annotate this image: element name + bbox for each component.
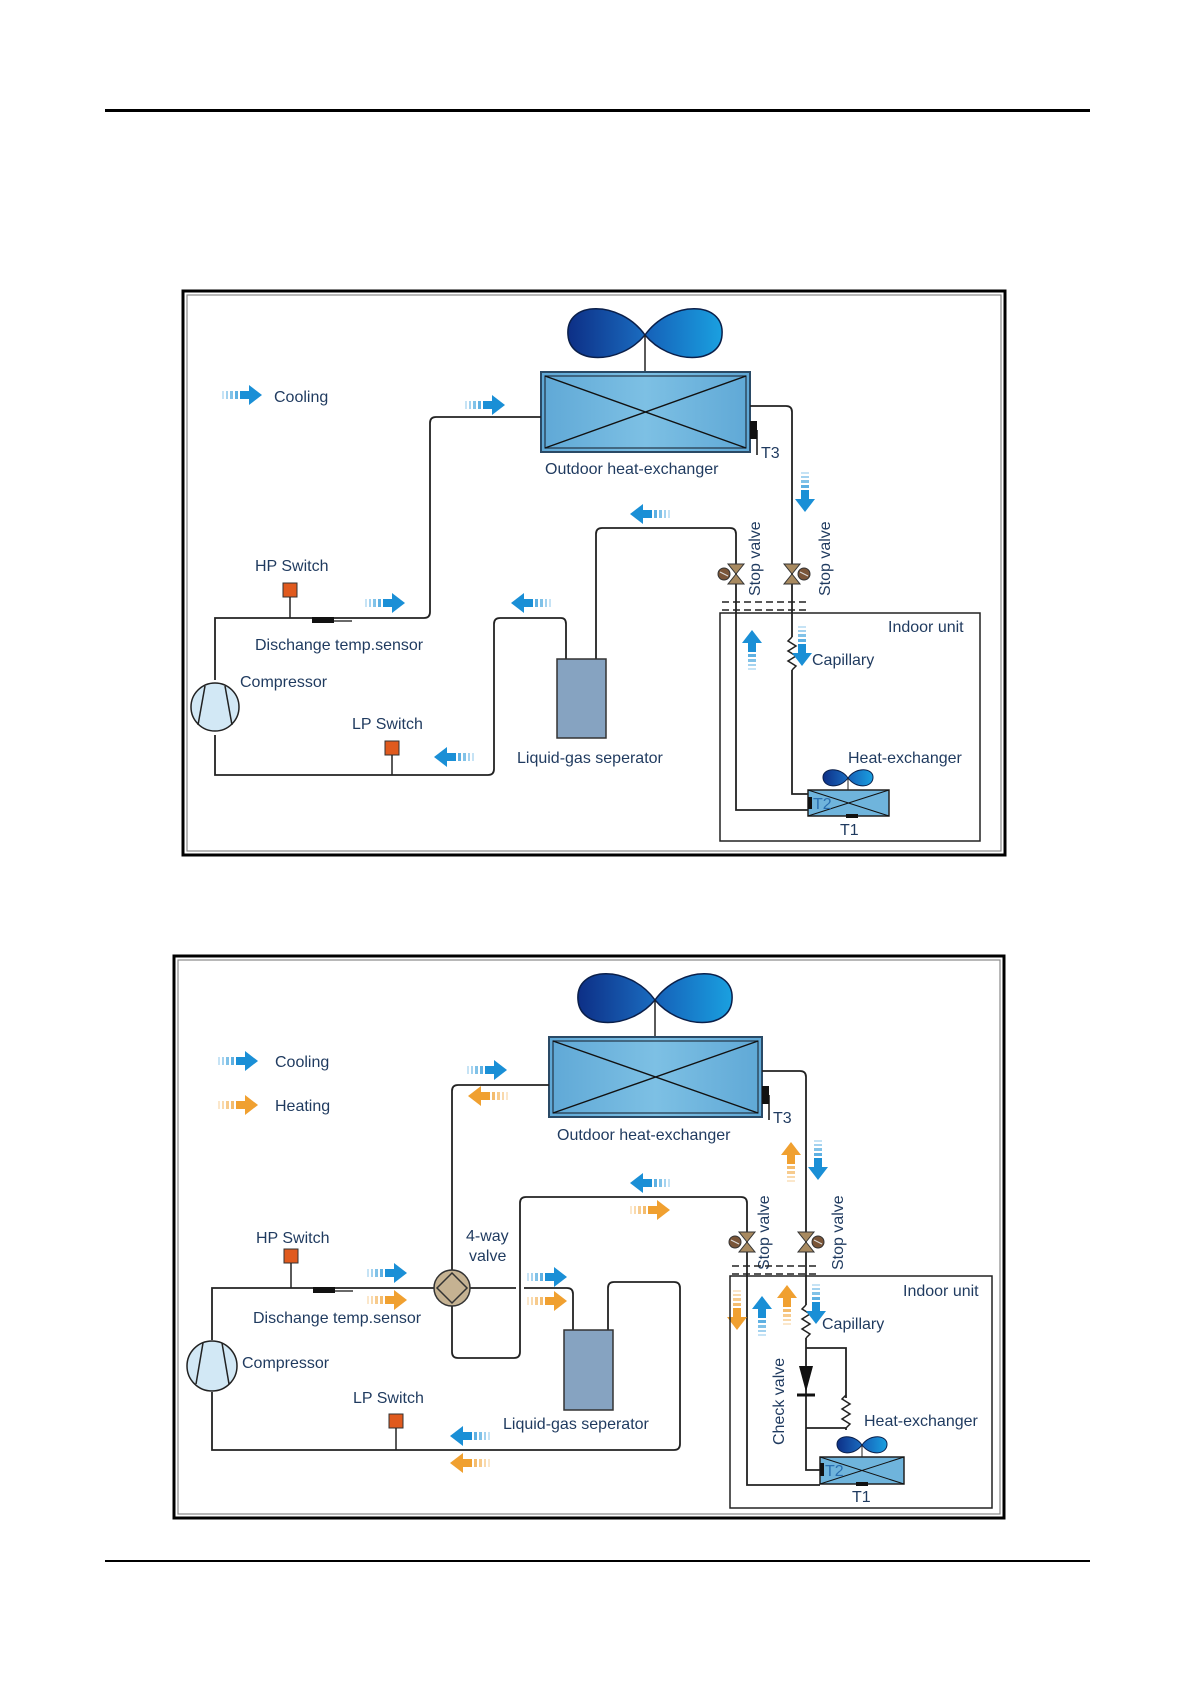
indoor-hx-label: Heat-exchanger	[864, 1413, 979, 1430]
separator-label: Liquid-gas seperator	[503, 1416, 650, 1433]
flow-arrow-icon	[777, 1285, 797, 1325]
legend-cooling: Cooling	[222, 385, 328, 406]
t3-label: T3	[773, 1110, 792, 1127]
flow-arrow-icon	[527, 1291, 567, 1311]
flow-arrow-icon	[450, 1453, 490, 1473]
stop-valve-label: Stop valve	[756, 1195, 773, 1270]
diagram-cooling-only: Cooling T3 Outdoor heat-exchanger	[181, 289, 1007, 857]
suction-pipe	[214, 617, 567, 776]
four-way-valve-icon	[433, 1269, 471, 1307]
flow-arrow-icon	[450, 1426, 490, 1446]
flow-arrow-icon	[630, 1173, 670, 1193]
discharge-sensor-label: Dischange temp.sensor	[255, 637, 424, 654]
outdoor-heat-exchanger	[540, 371, 751, 453]
hp-switch-label: HP Switch	[255, 558, 329, 575]
capillary-label: Capillary	[812, 652, 874, 669]
t2-label: T2	[813, 796, 832, 813]
flow-arrow-icon	[467, 1060, 507, 1080]
compressor-label: Compressor	[242, 1355, 330, 1372]
t3-sensor	[762, 1086, 769, 1104]
flow-arrow-icon	[781, 1142, 801, 1182]
legend-cooling: Cooling	[218, 1051, 329, 1071]
separator-label: Liquid-gas seperator	[517, 750, 664, 767]
indoor-fan-icon	[822, 769, 874, 790]
legend-heating: Heating	[218, 1095, 330, 1115]
t1-label: T1	[852, 1489, 871, 1506]
four-way-valve-label: valve	[469, 1248, 506, 1265]
hp-switch	[282, 582, 298, 598]
flow-arrow-icon	[365, 593, 405, 613]
indoor-unit-label: Indoor unit	[888, 619, 964, 636]
hp-switch-label: HP Switch	[256, 1230, 330, 1247]
liquid-gas-separator	[556, 658, 607, 739]
indoor-hx-label: Heat-exchanger	[848, 750, 963, 767]
outdoor-fan-icon	[577, 973, 733, 1037]
cooling-arrow-icon	[222, 385, 262, 405]
indoor-heat-exchanger	[819, 1456, 905, 1485]
flow-arrow-icon	[742, 630, 762, 670]
gas-pipe	[595, 527, 737, 659]
cooling-arrow-icon	[218, 1051, 258, 1071]
flow-arrow-icon	[630, 504, 670, 524]
indoor-unit-label: Indoor unit	[903, 1283, 979, 1300]
compressor-label: Compressor	[240, 674, 328, 691]
compressor-icon	[186, 1340, 238, 1392]
header-rule	[105, 109, 1090, 112]
outdoor-hx-label: Outdoor heat-exchanger	[557, 1127, 731, 1144]
indoor-unit-box	[719, 612, 981, 842]
diagram-heat-pump: Cooling Heating T3 Outdoor heat-exchange…	[172, 954, 1006, 1520]
indoor-heat-exchanger	[807, 789, 890, 817]
indoor-unit-box	[729, 1275, 993, 1509]
flow-arrow-icon	[367, 1290, 407, 1310]
t3-sensor	[750, 421, 757, 439]
indoor-fan-icon	[836, 1436, 888, 1457]
flow-arrow-icon	[527, 1267, 567, 1287]
discharge-pipe	[214, 416, 541, 680]
hp-switch	[283, 1248, 299, 1264]
flow-arrow-icon	[752, 1296, 772, 1336]
lp-switch-label: LP Switch	[352, 716, 423, 733]
flow-arrow-icon	[511, 593, 551, 613]
outdoor-fan-icon	[567, 308, 723, 372]
discharge-temp-sensor	[313, 1287, 335, 1293]
liquid-gas-separator	[563, 1329, 614, 1411]
check-valve-icon	[799, 1366, 813, 1392]
flow-arrow-icon	[367, 1263, 407, 1283]
outdoor-heat-exchanger	[548, 1036, 763, 1118]
capillary-label: Capillary	[822, 1316, 884, 1333]
stop-valve-label: Stop valve	[817, 521, 834, 596]
compressor-icon	[190, 682, 240, 732]
legend-label: Cooling	[275, 1054, 329, 1071]
flow-arrow-icon	[795, 472, 815, 512]
four-way-valve-label: 4-way	[466, 1228, 509, 1245]
lp-switch-label: LP Switch	[353, 1390, 424, 1407]
diagram-frame	[181, 289, 1007, 857]
legend-label: Heating	[275, 1098, 330, 1115]
discharge-sensor-label: Dischange temp.sensor	[253, 1310, 422, 1327]
flow-arrow-icon	[630, 1200, 670, 1220]
discharge-temp-sensor	[312, 617, 334, 623]
flow-arrow-icon	[434, 747, 474, 767]
check-valve-label: Check valve	[771, 1358, 788, 1445]
lp-switch	[388, 1413, 404, 1429]
stop-valve-label: Stop valve	[830, 1195, 847, 1270]
stop-valve-label: Stop valve	[747, 521, 764, 596]
t3-label: T3	[761, 445, 780, 462]
flow-arrow-icon	[808, 1140, 828, 1180]
t1-label: T1	[840, 822, 859, 839]
legend-label: Cooling	[274, 389, 328, 406]
t2-label: T2	[825, 1463, 844, 1480]
outdoor-hx-label: Outdoor heat-exchanger	[545, 461, 719, 478]
liquid-pipe	[750, 405, 793, 602]
lp-switch	[384, 740, 400, 756]
footer-rule	[105, 1560, 1090, 1562]
flow-arrow-icon	[468, 1086, 508, 1106]
heating-arrow-icon	[218, 1095, 258, 1115]
flow-arrow-icon	[465, 395, 505, 415]
diagram-frame	[172, 954, 1006, 1520]
